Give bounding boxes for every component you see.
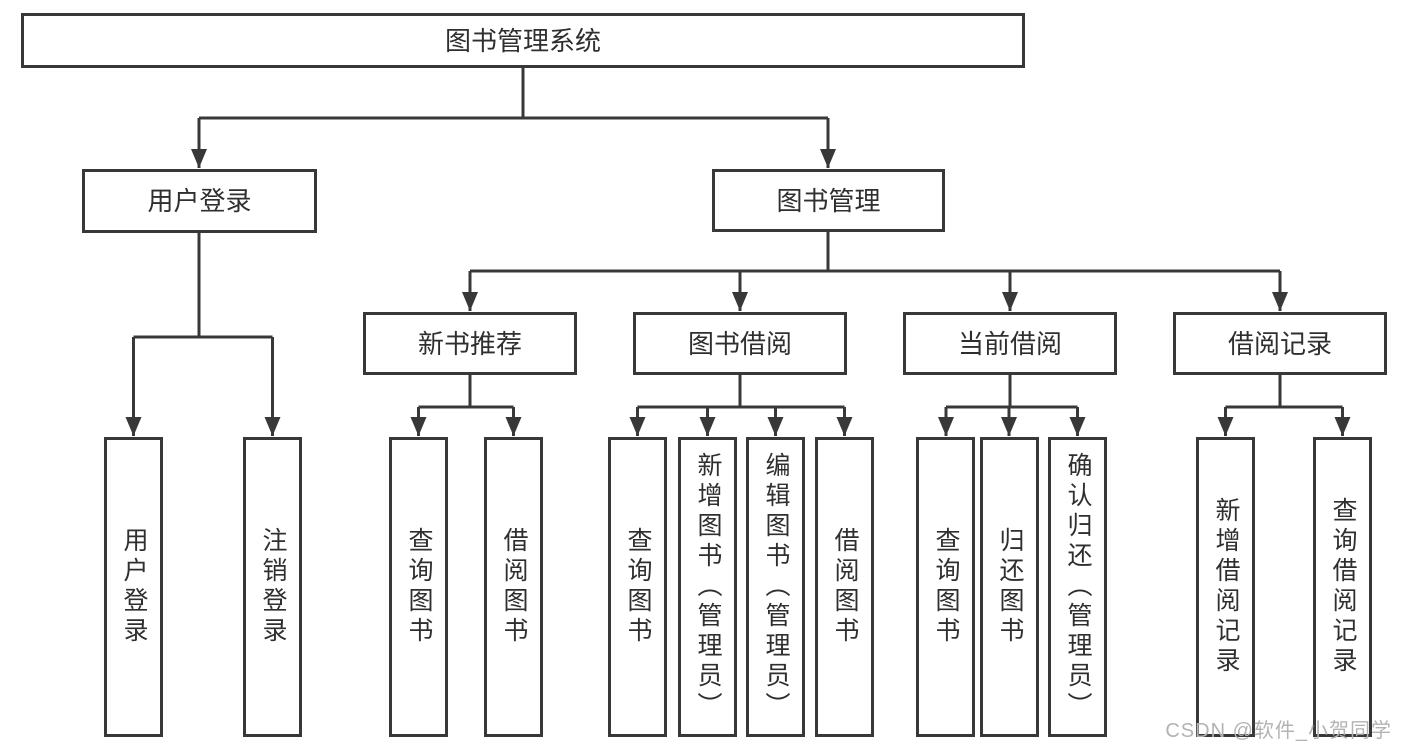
leaf-current-confirm-return-admin: 确认归还（管理员） xyxy=(1048,437,1107,737)
leaf-borrow-query-books: 查询图书 xyxy=(608,437,667,737)
node-user-login: 用户登录 xyxy=(82,169,317,233)
leaf-current-query-books: 查询图书 xyxy=(916,437,975,737)
leaf-user-login: 用户登录 xyxy=(104,437,163,737)
leaf-recommend-query-books: 查询图书 xyxy=(389,437,448,737)
leaf-logout-login: 注销登录 xyxy=(243,437,302,737)
trunk-segments xyxy=(133,68,1343,409)
leaf-borrow-borrow-books: 借阅图书 xyxy=(815,437,874,737)
leaf-recommend-borrow-books: 借阅图书 xyxy=(484,437,543,737)
node-borrow-records: 借阅记录 xyxy=(1173,312,1387,375)
leaf-borrow-edit-books-admin: 编辑图书（管理员） xyxy=(746,437,805,737)
node-book-borrow: 图书借阅 xyxy=(633,312,847,375)
leaf-borrow-add-books-admin: 新增图书（管理员） xyxy=(678,437,737,737)
leaf-records-add-record: 新增借阅记录 xyxy=(1196,437,1255,737)
node-new-book-recommend: 新书推荐 xyxy=(363,312,577,375)
node-root-library-system: 图书管理系统 xyxy=(21,13,1025,68)
csdn-watermark: CSDN @软件_小贺同学 xyxy=(1165,720,1392,742)
leaf-current-return-books: 归还图书 xyxy=(980,437,1039,737)
node-book-management: 图书管理 xyxy=(712,169,945,232)
leaf-records-query-record: 查询借阅记录 xyxy=(1313,437,1372,737)
node-current-borrow: 当前借阅 xyxy=(903,312,1117,375)
